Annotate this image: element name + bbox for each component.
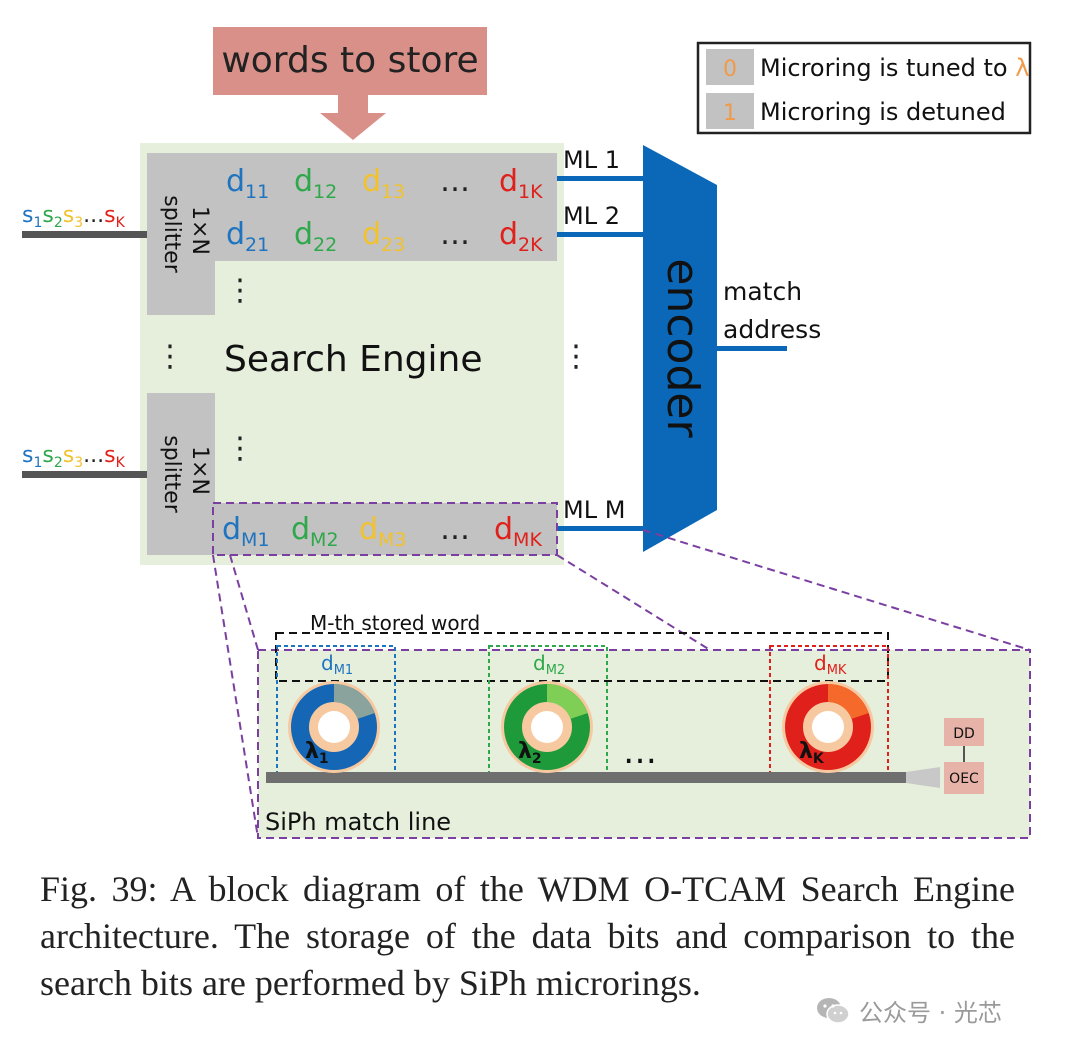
watermark: 公众号 · 光芯 [815, 993, 1002, 1028]
microring-k: λK [782, 681, 874, 773]
cell-label-2: dM2 [533, 651, 565, 678]
splitter-top [147, 153, 215, 315]
ml2-label: ML 2 [563, 202, 620, 230]
stored-word-box [275, 632, 889, 682]
vdots-1: ⋮ [225, 273, 255, 308]
waveguide-taper [906, 767, 940, 788]
splitter-top-label: 1×N splitter [159, 195, 212, 273]
row-m-block [215, 503, 557, 555]
dd-label: DD [953, 726, 975, 742]
splitter-bottom [147, 393, 215, 555]
splitter-bottom-label: 1×N splitter [159, 435, 212, 513]
legend-text-1: Microring is detuned [760, 98, 1006, 126]
row-1-2-block [215, 153, 557, 261]
mlm-label: ML M [563, 496, 625, 524]
cell-label-1: dM1 [321, 651, 353, 678]
input-waveguide-top [22, 231, 147, 238]
siph-match-line-label: SiPh match line [265, 808, 451, 836]
stored-word-label: M-th stored word [310, 611, 480, 635]
figure-caption: Fig. 39: A block diagram of the WDM O-TC… [40, 869, 1015, 1003]
watermark-text: 公众号 · 光芯 [859, 999, 1002, 1027]
words-to-store-label: words to store [221, 40, 478, 81]
stored-word-row-2: d21 d22 d23 … d2K [226, 217, 543, 259]
encoder-block [643, 145, 717, 552]
match-address-label: match address [723, 277, 821, 344]
legend-key-0: 0 [723, 57, 737, 82]
vdots-3: ⋮ [225, 431, 255, 466]
dd-block [944, 718, 984, 746]
stored-word-row-m: dM1 dM2 dM3 … dMK [222, 512, 542, 554]
detail-ellipsis: … [623, 732, 657, 772]
search-bits-top: s1s2s3...sK [22, 203, 126, 231]
lambda-2: λ2 [518, 739, 542, 767]
vdots-2: ⋮ [155, 339, 185, 374]
lambda-1: λ1 [305, 739, 329, 767]
legend: 0 1 Microring is tuned to λ Microring is… [696, 41, 1032, 135]
siph-waveguide [266, 772, 906, 783]
diagram-canvas: words to store 0 1 Microring is tuned to… [22, 27, 1032, 839]
wechat-icon [817, 997, 850, 1024]
legend-text-0: Microring is tuned to λ [760, 54, 1029, 82]
match-line-2 [557, 232, 647, 237]
oec-block [944, 762, 984, 794]
words-to-store-block: words to store [213, 27, 487, 140]
zoom-connectors [212, 502, 1031, 839]
search-bits-bottom: s1s2s3...sK [22, 443, 126, 471]
match-line-m [557, 526, 647, 531]
cell-label-k: dMK [814, 651, 847, 678]
match-line-1 [557, 176, 647, 181]
input-waveguide-bottom [22, 471, 147, 478]
microring-2: λ2 [501, 681, 593, 773]
lambda-k: λK [799, 739, 825, 767]
encoder-label: encoder [657, 258, 708, 438]
legend-key-1: 1 [723, 101, 737, 126]
vdots-4: ⋮ [561, 339, 591, 374]
oec-label: OEC [949, 771, 979, 787]
ml1-label: ML 1 [563, 146, 620, 174]
stored-word-row-1: d11 d12 d13 … d1K [226, 164, 543, 206]
search-engine-label: Search Engine [224, 339, 483, 380]
match-address-line [717, 346, 787, 351]
microring-1: λ1 [288, 681, 380, 773]
